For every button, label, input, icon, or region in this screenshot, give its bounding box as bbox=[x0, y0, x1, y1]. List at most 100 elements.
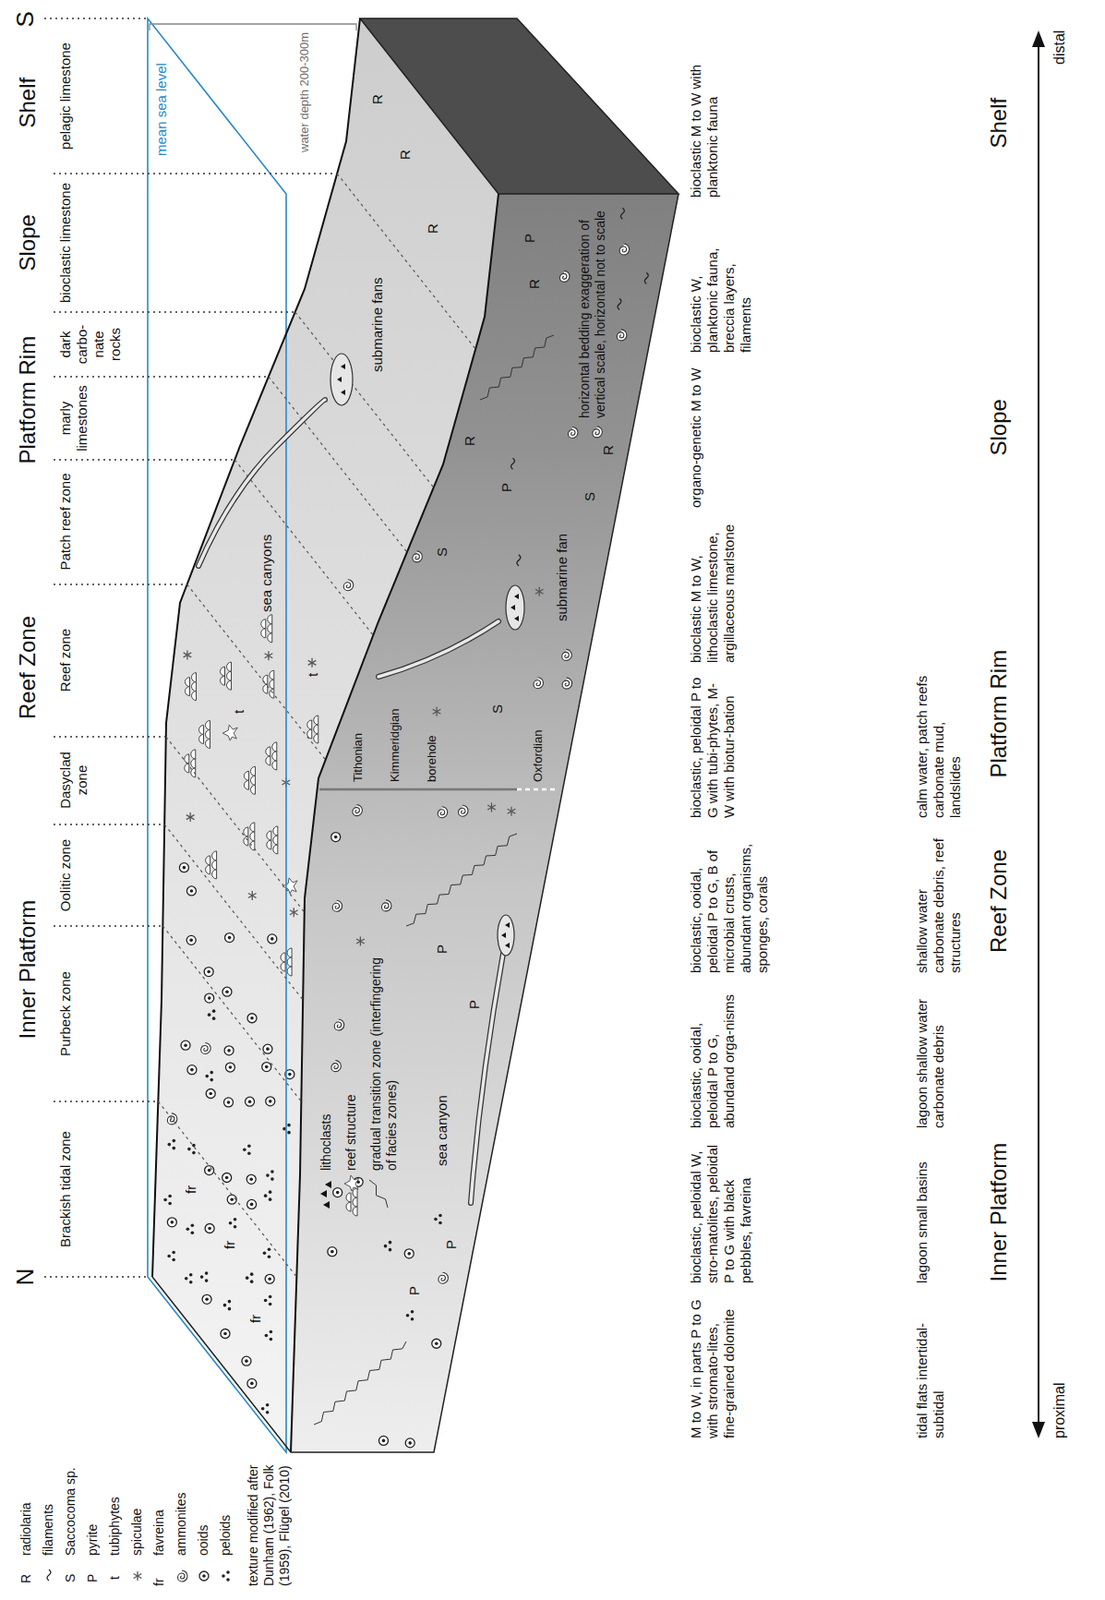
legend-text: peloids bbox=[217, 1514, 234, 1556]
ammonite-symbol bbox=[412, 551, 423, 563]
ooid-symbol bbox=[224, 1097, 234, 1107]
reef-symbol bbox=[273, 844, 278, 854]
peloid-symbol bbox=[268, 1197, 273, 1202]
peloid-symbol bbox=[204, 1070, 214, 1082]
ooid-symbol bbox=[241, 1356, 252, 1366]
ooid-symbol bbox=[262, 1062, 272, 1072]
arrow-head bbox=[1032, 1421, 1045, 1439]
ammonite-symbol bbox=[331, 1060, 342, 1072]
environment-note: tidal flats intertidal-subtidal bbox=[913, 1295, 948, 1439]
peloid-symbol bbox=[207, 1008, 217, 1021]
ooid-symbol bbox=[180, 1040, 191, 1050]
peloid-symbol bbox=[388, 1248, 393, 1252]
ooid-symbol bbox=[225, 1062, 235, 1072]
peloid-symbol bbox=[167, 1250, 176, 1262]
peloid-symbol bbox=[268, 1295, 273, 1299]
borehole-line bbox=[319, 788, 517, 792]
peloid-symbol bbox=[263, 1250, 267, 1255]
peloid-symbol bbox=[264, 1189, 273, 1202]
peloid-symbol bbox=[269, 1330, 274, 1334]
ooid-symbol bbox=[265, 1046, 270, 1051]
facies-symbol-letter: P bbox=[466, 999, 483, 1009]
zone-divider bbox=[295, 312, 434, 488]
reef-symbol bbox=[185, 672, 197, 701]
peloid-symbol bbox=[204, 1278, 209, 1283]
reef-symbol bbox=[267, 614, 273, 625]
peloid-symbol bbox=[186, 1226, 191, 1231]
depth-bracket bbox=[149, 24, 357, 31]
sea-level-plane bbox=[147, 18, 287, 1453]
ooid-symbol bbox=[404, 1249, 414, 1259]
ooid-symbol bbox=[434, 1341, 439, 1346]
feature-label: submarine fan bbox=[553, 533, 571, 622]
peloid-symbol bbox=[200, 1271, 209, 1283]
legend-text: tubiphytes bbox=[107, 1496, 123, 1556]
ooid-symbol bbox=[225, 1176, 229, 1180]
peloid-symbol bbox=[265, 1403, 270, 1407]
peloid-symbol bbox=[168, 1194, 172, 1199]
ooid-symbol bbox=[330, 1249, 335, 1254]
ammonite-symbol bbox=[332, 900, 343, 912]
peloid-symbol bbox=[223, 1303, 228, 1308]
spicule-symbol bbox=[356, 936, 365, 946]
lithoclast bbox=[323, 1201, 330, 1209]
reef-symbol bbox=[243, 766, 255, 794]
reef-symbol bbox=[287, 957, 292, 967]
ooid-symbol bbox=[378, 1435, 388, 1445]
spicule-symbol bbox=[432, 707, 442, 717]
reef-symbol bbox=[212, 860, 217, 870]
ooid-symbol bbox=[432, 1338, 442, 1348]
ooid-symbol bbox=[220, 1328, 230, 1338]
stage-label: Tithonian bbox=[350, 732, 366, 782]
peloid-symbol bbox=[270, 1169, 275, 1174]
reef-symbol bbox=[263, 670, 275, 698]
reef-symbol bbox=[266, 840, 272, 850]
reef-symbol bbox=[346, 1201, 351, 1212]
ooid-symbol bbox=[222, 1173, 232, 1183]
ooid-symbol bbox=[208, 1092, 213, 1096]
reef-symbol bbox=[184, 763, 190, 773]
ooid-symbol bbox=[206, 970, 211, 974]
reef-symbol bbox=[280, 952, 286, 962]
arrow-head bbox=[1032, 30, 1045, 48]
submarine-fan bbox=[505, 585, 525, 630]
facies-zone-label: Dasyclad zone bbox=[57, 739, 91, 821]
compass-letter: N bbox=[11, 1268, 40, 1286]
ooid-symbol bbox=[250, 1016, 254, 1021]
reef-symbol bbox=[212, 851, 217, 861]
spicule-symbol bbox=[289, 910, 299, 915]
ooid-symbol bbox=[228, 1065, 233, 1069]
filament-symbol bbox=[620, 207, 625, 219]
ooid-symbol bbox=[378, 1435, 388, 1445]
ooid-symbol bbox=[220, 1328, 230, 1338]
ooid-symbol bbox=[267, 934, 277, 944]
ooid-symbol bbox=[264, 1273, 275, 1284]
facies-zone-label: pelagic limestone bbox=[57, 26, 74, 166]
peloid-symbol bbox=[168, 1142, 172, 1147]
legend-text: gradual transition zone (interfingering … bbox=[368, 953, 400, 1171]
ooid-symbol bbox=[225, 933, 235, 943]
peloid-symbol bbox=[433, 1217, 438, 1222]
reef-symbol bbox=[191, 749, 196, 759]
peloid-symbol bbox=[228, 1221, 233, 1226]
spicule-symbol bbox=[264, 650, 274, 661]
spicule-symbol bbox=[487, 802, 496, 812]
submarine-fan bbox=[330, 353, 353, 406]
ooid-symbol bbox=[170, 1220, 175, 1225]
peloid-symbol bbox=[242, 1143, 252, 1155]
lithoclast bbox=[510, 604, 516, 611]
peloid-symbol bbox=[192, 1143, 196, 1148]
peloid-symbol bbox=[187, 1147, 192, 1152]
zone-divider bbox=[44, 17, 148, 19]
ooid-symbol bbox=[241, 1356, 252, 1366]
facies-symbol-letter: S bbox=[489, 704, 506, 714]
peloid-symbol bbox=[163, 1198, 168, 1202]
peloid-symbol bbox=[250, 1279, 254, 1284]
reef-symbol bbox=[184, 754, 190, 764]
peloid-symbol bbox=[204, 1074, 209, 1079]
reef-symbol bbox=[227, 680, 232, 690]
zone-header: Shelf bbox=[985, 97, 1013, 149]
feature-label: sea canyons bbox=[258, 534, 276, 613]
spicule-symbol bbox=[264, 653, 274, 659]
reef-symbol bbox=[184, 749, 196, 778]
